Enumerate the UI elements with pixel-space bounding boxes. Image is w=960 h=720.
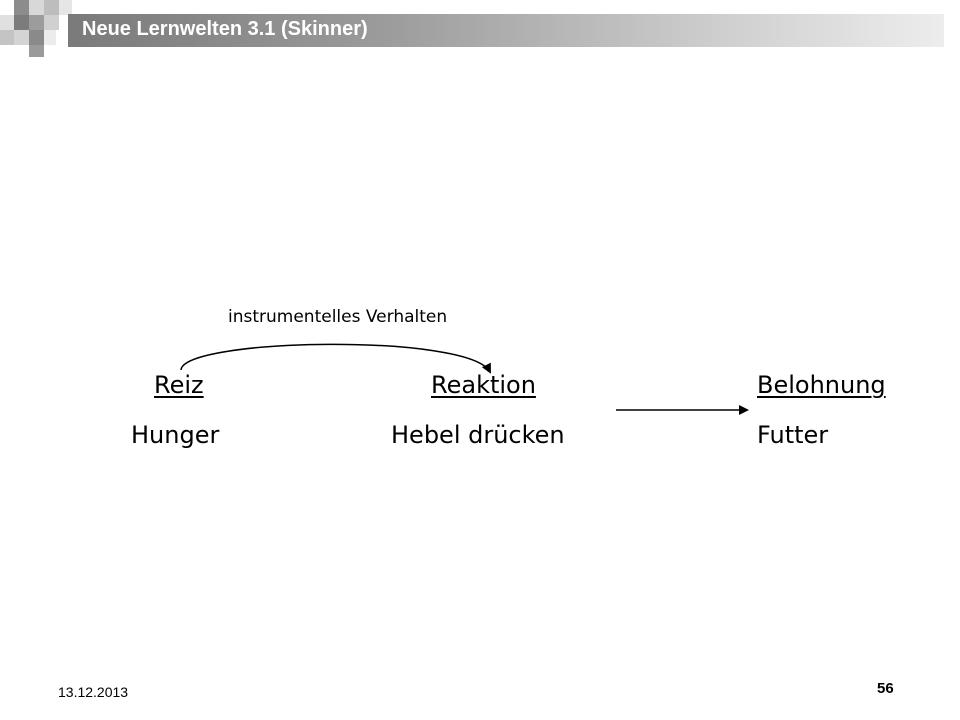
example-reaction: Hebel drücken: [391, 421, 565, 449]
title-bar: [68, 14, 944, 47]
deco-square: [14, 30, 29, 45]
deco-square: [14, 0, 29, 15]
example-reward: Futter: [757, 421, 829, 449]
deco-square: [44, 0, 59, 15]
deco-square: [0, 30, 14, 45]
heading-reward: Belohnung: [757, 371, 886, 399]
deco-square: [59, 0, 72, 15]
slide-title: Neue Lernwelten 3.1 (Skinner): [82, 18, 368, 40]
deco-square: [0, 15, 14, 30]
deco-square: [29, 30, 44, 45]
header-decoration: [0, 0, 80, 60]
footer-date: 13.12.2013: [58, 684, 129, 700]
deco-square: [29, 45, 44, 57]
instrumental-behavior-arc: [180, 343, 491, 374]
deco-square: [44, 15, 59, 30]
deco-square: [14, 15, 29, 30]
deco-square: [29, 15, 44, 30]
example-stimulus: Hunger: [131, 421, 220, 449]
arc-label: instrumentelles Verhalten: [228, 307, 448, 327]
page-number: 56: [877, 680, 894, 697]
heading-reaction: Reaktion: [431, 371, 536, 399]
deco-square: [44, 30, 56, 45]
deco-square: [29, 0, 44, 15]
heading-stimulus: Reiz: [154, 371, 204, 399]
